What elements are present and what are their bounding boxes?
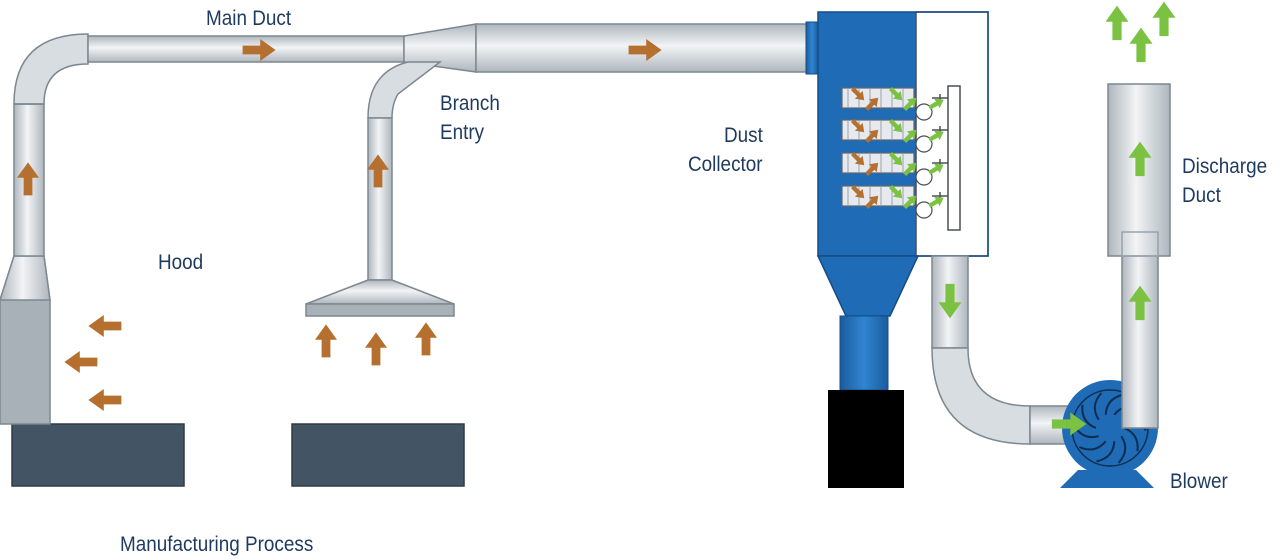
filter-flow-arrow xyxy=(888,151,903,166)
filter-flow-arrow xyxy=(902,97,917,112)
filter-flow-arrow xyxy=(928,130,944,142)
blower-base xyxy=(1060,470,1154,488)
clean-air-arrow xyxy=(1152,1,1176,37)
filter-flow-arrow xyxy=(850,151,865,166)
dirty-air-arrow xyxy=(16,162,40,196)
dirty-air-arrow xyxy=(366,154,390,188)
filter-flow-arrow xyxy=(864,97,879,112)
clean-air-arrow xyxy=(1128,141,1152,177)
left-hood-transition xyxy=(0,255,51,301)
branch-hood xyxy=(305,279,455,305)
clean-air-arrow xyxy=(938,283,962,319)
dirty-air-arrow xyxy=(64,351,98,373)
filter-flow-arrow xyxy=(888,86,903,101)
filter-flow-arrow xyxy=(902,195,917,210)
process-block-left xyxy=(11,423,185,487)
filter-flow-arrow xyxy=(888,184,903,199)
dirty-air-arrow xyxy=(88,315,122,337)
filter-cartridge xyxy=(841,184,948,219)
filter-flow-arrow xyxy=(864,195,879,210)
filter-flow-arrow xyxy=(850,86,865,101)
dirty-air-arrow xyxy=(364,332,388,366)
clean-air-arrow xyxy=(1129,27,1153,63)
filter-flow-arrow xyxy=(850,184,865,199)
impeller-blade xyxy=(1081,404,1097,429)
impeller-blade xyxy=(1096,441,1116,463)
collector-hopper xyxy=(816,255,920,317)
main-duct-label: Main Duct xyxy=(206,7,292,30)
branch-riser-duct xyxy=(367,117,393,281)
dirty-air-arrow xyxy=(628,39,662,61)
dirty-air-arrow xyxy=(242,39,276,61)
dust-bin xyxy=(828,390,904,488)
filter-flow-arrow xyxy=(864,129,879,144)
filter-flow-arrow xyxy=(902,162,917,177)
filter-flow-arrow xyxy=(928,163,944,175)
blower-label: Blower xyxy=(1170,470,1228,493)
manufacturing-process-label: Manufacturing Process xyxy=(120,533,314,556)
clean-air-arrow xyxy=(1051,412,1087,436)
impeller-blade xyxy=(1093,392,1103,421)
clean-air-arrow xyxy=(1128,285,1152,321)
clean-air-arrow xyxy=(1105,5,1129,41)
hopper-outlet xyxy=(839,315,889,391)
blower-outlet-duct xyxy=(1121,231,1159,429)
filter-flow-arrow xyxy=(928,98,944,110)
airflow-arrows xyxy=(16,1,1176,436)
filter-flow-arrow xyxy=(928,196,944,208)
impeller-blade xyxy=(1117,435,1127,464)
dirty-air-arrow xyxy=(314,324,338,358)
filter-cartridges xyxy=(841,86,948,219)
impeller-blade xyxy=(1078,440,1107,451)
pulse-manifold xyxy=(947,85,961,231)
filter-cartridge xyxy=(841,118,948,153)
filter-cartridge xyxy=(841,86,948,121)
process-block-right xyxy=(291,423,465,487)
dirty-air-arrow xyxy=(88,389,122,411)
dirty-air-arrow xyxy=(414,322,438,356)
collector-inlet xyxy=(805,21,819,75)
filter-flow-arrow xyxy=(902,129,917,144)
branch-elbow xyxy=(367,61,443,119)
outlet-elbow xyxy=(931,347,1031,445)
left-elbow xyxy=(13,33,89,105)
filter-flow-arrow xyxy=(864,162,879,177)
branch-hood-lip xyxy=(305,303,455,317)
filter-cartridge xyxy=(841,151,948,186)
filter-flow-arrow xyxy=(850,118,865,133)
filter-flow-arrow xyxy=(888,118,903,133)
hood-label: Hood xyxy=(158,251,204,274)
impeller-blade xyxy=(1123,427,1139,452)
impeller-blade xyxy=(1104,393,1124,415)
